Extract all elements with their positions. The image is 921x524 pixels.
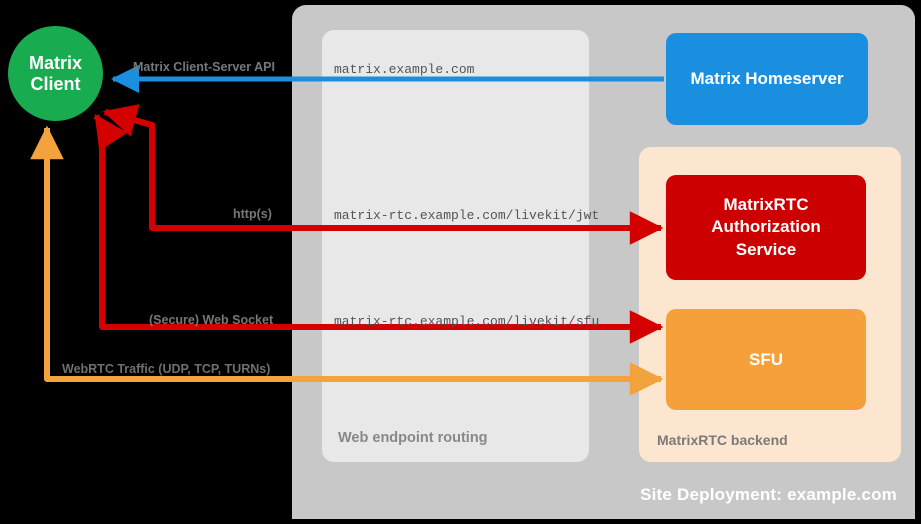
edge-label-websocket: (Secure) Web Socket xyxy=(149,313,274,327)
edge-label-webrtc: WebRTC Traffic (UDP, TCP, TURNs) xyxy=(62,362,271,376)
web-endpoint-routing-label: Web endpoint routing xyxy=(338,430,488,446)
endpoint-livekit-sfu: matrix-rtc.example.com/livekit/sfu xyxy=(334,314,600,329)
node-matrix-client[interactable]: Matrix Client xyxy=(8,26,103,121)
sfu-label: SFU xyxy=(749,349,783,369)
site-deployment-title: Site Deployment: example.com xyxy=(640,485,897,504)
endpoint-matrix-example-com: matrix.example.com xyxy=(334,62,475,77)
edge-label-https: http(s) xyxy=(233,207,272,221)
edge-label-client-server-api: Matrix Client-Server API xyxy=(133,60,275,74)
matrixrtc-backend-label: MatrixRTC backend xyxy=(657,432,788,448)
auth-service-label: MatrixRTC Authorization Service xyxy=(711,195,821,259)
endpoint-livekit-jwt: matrix-rtc.example.com/livekit/jwt xyxy=(334,208,600,223)
node-matrix-homeserver[interactable]: Matrix Homeserver xyxy=(666,33,868,125)
homeserver-label: Matrix Homeserver xyxy=(690,69,844,88)
matrix-client-label: Matrix Client xyxy=(28,52,82,94)
web-endpoint-routing-container: Web endpoint routing xyxy=(322,30,589,462)
node-sfu[interactable]: SFU xyxy=(666,309,866,410)
node-matrixrtc-authorization-service[interactable]: MatrixRTC Authorization Service xyxy=(666,175,866,280)
